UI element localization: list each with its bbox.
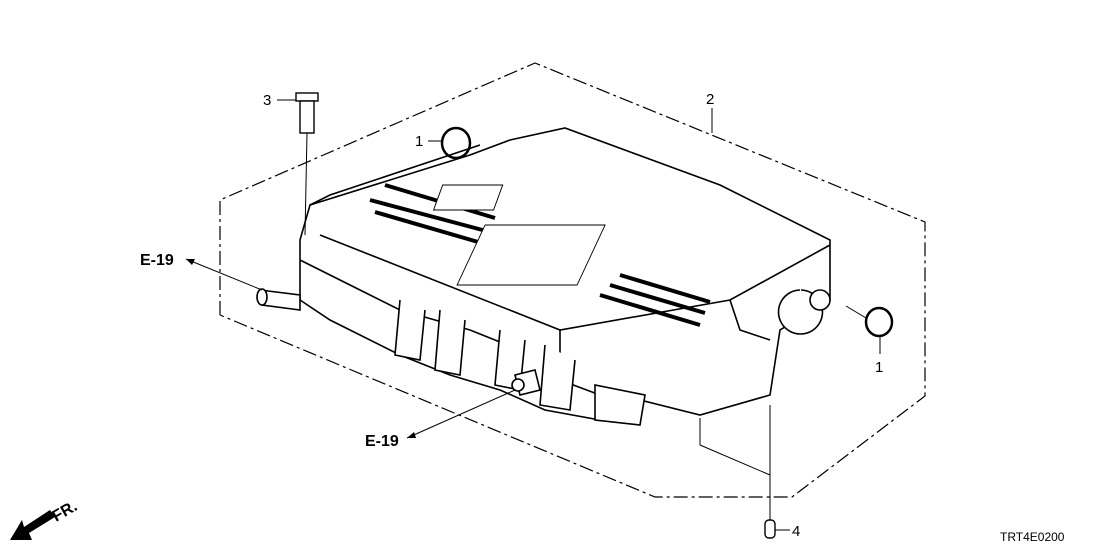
cover-panel (432, 184, 504, 211)
callout-3: 3 (263, 92, 271, 109)
assembly-boundary (219, 62, 926, 498)
callout-4: 4 (792, 523, 800, 540)
arrow-icon (407, 432, 416, 438)
callout-2: 2 (706, 91, 714, 108)
front-arrow-icon (10, 510, 55, 540)
bolt-icon (295, 92, 319, 236)
callout-1-left: 1 (415, 133, 423, 150)
callout-1-right: 1 (875, 359, 883, 376)
o-ring-icon (864, 306, 894, 338)
cover-stripes (369, 183, 711, 327)
diagram-code: TRT4E0200 (1000, 530, 1065, 544)
arrow-icon (186, 259, 195, 265)
front-indicator: FR. (50, 498, 81, 526)
plug-icon (764, 519, 776, 539)
ref-e19-lower: E-19 (365, 433, 399, 450)
cover-panel-large (456, 224, 606, 286)
o-ring-icon (440, 126, 472, 160)
ref-e19-upper: E-19 (140, 252, 174, 269)
